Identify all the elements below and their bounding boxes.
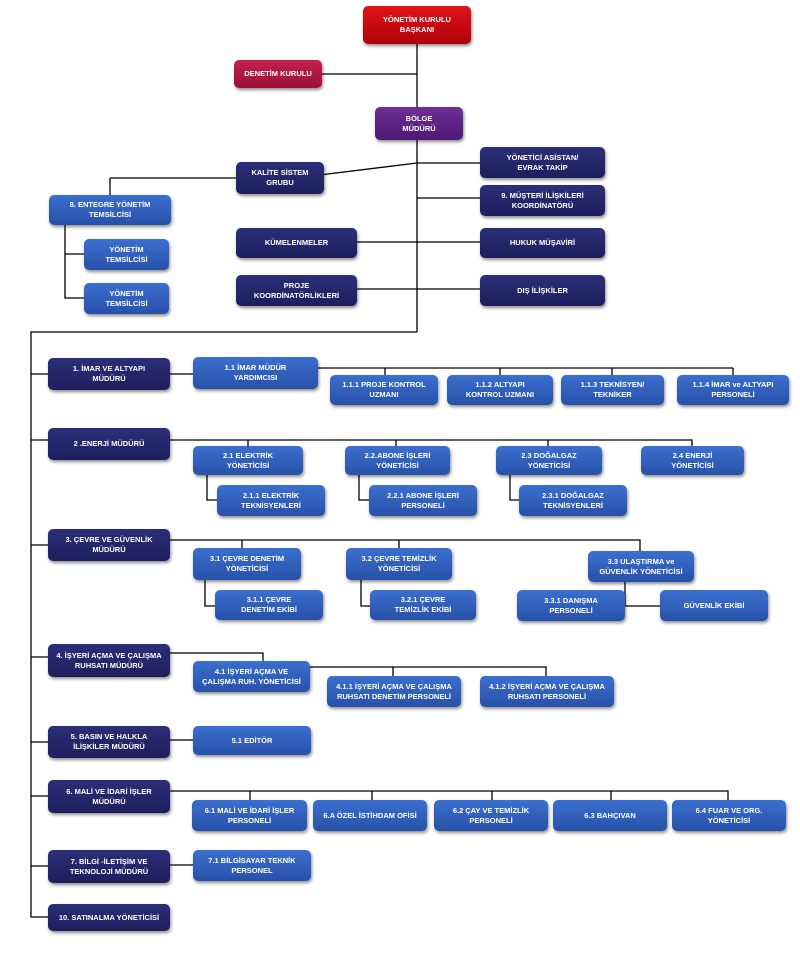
dept-4-sub[interactable]: 4.1 İŞYERİ AÇMA VE ÇALIŞMA RUH. YÖNETİCİ… — [193, 661, 310, 692]
dept-7-head[interactable]: 7. BİLGİ -İLETİŞİM VE TEKNOLOJİ MÜDÜRÜ — [48, 850, 170, 883]
dept-3-subsub-2[interactable]: 3.2.1 ÇEVRE TEMİZLİK EKİBİ — [370, 590, 476, 620]
dept-3-subsub-1[interactable]: 3.1.1 ÇEVRE DENETİM EKİBİ — [215, 590, 323, 620]
dept-2-subsub-2[interactable]: 2.2.1 ABONE İŞLERİ PERSONELİ — [369, 485, 477, 516]
dept-3-subsub-4[interactable]: GÜVENLİK EKİBİ — [660, 590, 768, 621]
dept-4-item-2[interactable]: 4.1.2 İŞYERİ AÇMA VE ÇALIŞMA RUHSATI PER… — [480, 676, 614, 707]
dept-6-head[interactable]: 6. MALİ VE İDARİ İŞLER MÜDÜRÜ — [48, 780, 170, 813]
dept-5-head[interactable]: 5. BASIN VE HALKLA İLİŞKİLER MÜDÜRÜ — [48, 726, 170, 758]
quality-group-box[interactable]: KALİTE SİSTEM GRUBU — [236, 162, 324, 194]
dept-3-subsub-3[interactable]: 3.3.1 DANIŞMA PERSONELİ — [517, 590, 625, 621]
dept-1-head[interactable]: 1. İMAR VE ALTYAPI MÜDÜRÜ — [48, 358, 170, 390]
board-president-box[interactable]: YÖNETİM KURULU BAŞKANI — [363, 6, 471, 44]
regional-manager-box[interactable]: BÖLGE MÜDÜRÜ — [375, 107, 463, 140]
dept-2-sub-2[interactable]: 2.2.ABONE İŞLERİ YÖNETİCİSİ — [345, 446, 450, 475]
dept-4-item-1[interactable]: 4.1.1 İŞYERİ AÇMA VE ÇALIŞMA RUHSATI DEN… — [327, 676, 461, 707]
dept-7-sub[interactable]: 7.1 BİLGİSAYAR TEKNİK PERSONEL — [193, 850, 311, 881]
dept-2-subsub-1[interactable]: 2.1.1 ELEKTRİK TEKNİSYENLERİ — [217, 485, 325, 516]
dept-6-item-2[interactable]: 6.A ÖZEL İSTİHDAM OFİSİ — [313, 800, 427, 831]
clusters-box[interactable]: KÜMELENMELER — [236, 228, 357, 258]
dept-2-subsub-3[interactable]: 2.3.1 DOĞALGAZ TEKNİSYENLERİ — [519, 485, 627, 516]
dept-6-item-3[interactable]: 6.2 ÇAY VE TEMİZLİK PERSONELİ — [434, 800, 548, 831]
dept-10-head[interactable]: 10. SATINALMA YÖNETİCİSİ — [48, 904, 170, 931]
dept-6-item-1[interactable]: 6.1 MALİ VE İDARİ İŞLER PERSONELİ — [192, 800, 307, 831]
dept-2-sub-1[interactable]: 2.1 ELEKTRİK YÖNETİCİSİ — [193, 446, 303, 475]
dept-3-sub-1[interactable]: 3.1 ÇEVRE DENETİM YÖNETİCİSİ — [193, 548, 301, 580]
dept-5-sub[interactable]: 5.1 EDİTÖR — [193, 726, 311, 755]
management-rep-1-box[interactable]: YÖNETİM TEMSİLCİSİ — [84, 239, 169, 270]
audit-board-box[interactable]: DENETİM KURULU — [234, 60, 322, 88]
dept-2-sub-3[interactable]: 2.3 DOĞALGAZ YÖNETİCİSİ — [496, 446, 602, 475]
dept-4-head[interactable]: 4. İŞYERİ AÇMA VE ÇALIŞMA RUHSATI MÜDÜRÜ — [48, 644, 170, 677]
dept-3-head[interactable]: 3. ÇEVRE VE GÜVENLİK MÜDÜRÜ — [48, 529, 170, 561]
dept-1-item-2[interactable]: 1.1.2 ALTYAPI KONTROL UZMANI — [447, 375, 553, 405]
dept-1-item-4[interactable]: 1.1.4 İMAR ve ALTYAPI PERSONELİ — [677, 375, 789, 405]
dept-1-item-1[interactable]: 1.1.1 PROJE KONTROL UZMANI — [330, 375, 438, 405]
management-rep-2-box[interactable]: YÖNETİM TEMSİLCİSİ — [84, 283, 169, 314]
executive-assistant-box[interactable]: YÖNETİCİ ASİSTAN/ EVRAK TAKİP — [480, 147, 605, 178]
integrated-management-box[interactable]: 8. ENTEGRE YÖNETİM TEMSİLCİSİ — [49, 195, 171, 225]
dept-2-sub-4[interactable]: 2.4 ENERJİ YÖNETİCİSİ — [641, 446, 744, 475]
project-coordination-box[interactable]: PROJE KOORDİNATÖRLİKLERİ — [236, 275, 357, 306]
dept-3-sub-3[interactable]: 3.3 ULAŞTIRMA ve GÜVENLİK YÖNETİCİSİ — [588, 551, 694, 582]
customer-relations-box[interactable]: 9. MÜŞTERİ İLİŞKİLERİ KOORDİNATÖRÜ — [480, 185, 605, 216]
dept-3-sub-2[interactable]: 3.2 ÇEVRE TEMİZLİK YÖNETİCİSİ — [346, 548, 452, 580]
legal-advisor-box[interactable]: HUKUK MÜŞAVİRİ — [480, 228, 605, 258]
dept-6-item-5[interactable]: 6.4 FUAR VE ORG. YÖNETİCİSİ — [672, 800, 786, 831]
dept-1-sub[interactable]: 1.1 İMAR MÜDÜR YARDIMCISI — [193, 357, 318, 389]
dept-2-head[interactable]: 2 .ENERJİ MÜDÜRÜ — [48, 428, 170, 460]
foreign-relations-box[interactable]: DIŞ İLİŞKİLER — [480, 275, 605, 306]
dept-1-item-3[interactable]: 1.1.3 TEKNİSYEN/ TEKNİKER — [561, 375, 664, 405]
dept-6-item-4[interactable]: 6.3 BAHÇIVAN — [553, 800, 667, 831]
